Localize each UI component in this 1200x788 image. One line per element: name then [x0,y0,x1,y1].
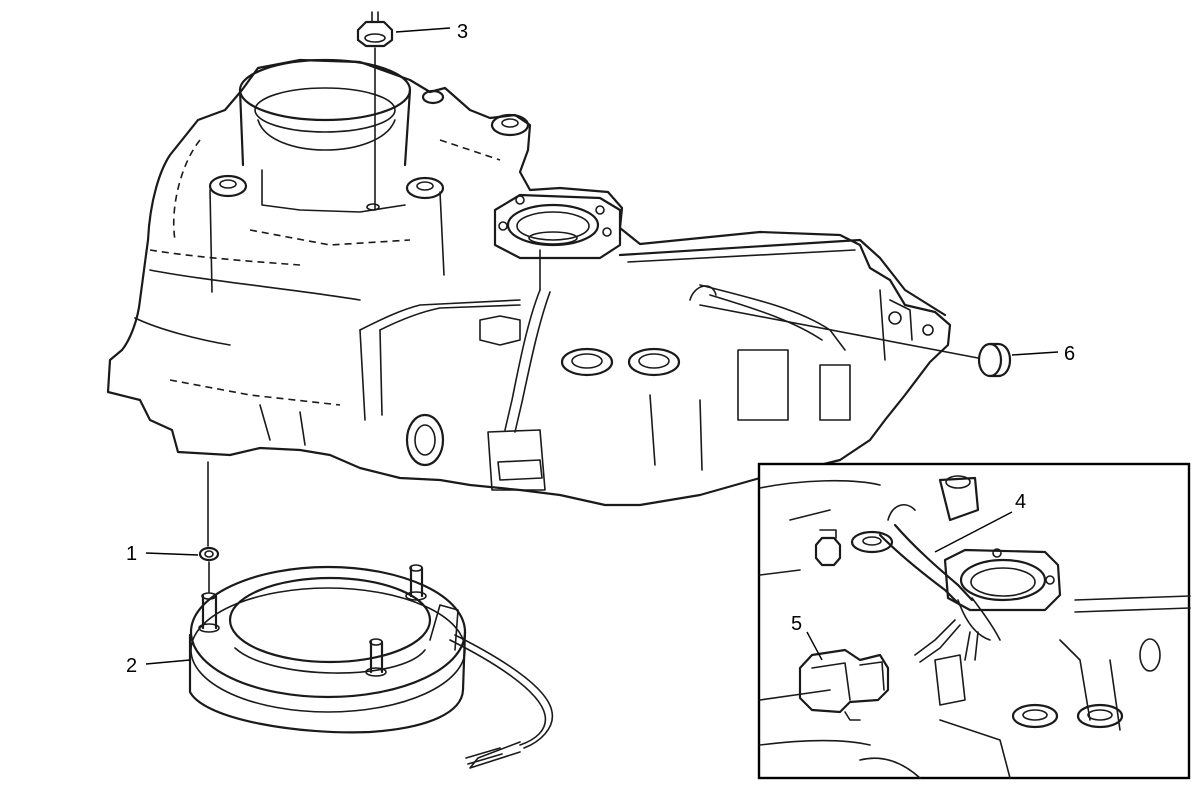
clutch-coil [188,564,554,769]
plug-seal [699,304,1012,378]
detail-inset [757,462,1191,780]
callout-3: 3 [457,21,468,43]
callout-4: 4 [1015,491,1026,513]
callout-5: 5 [791,613,802,635]
nut [356,11,394,211]
callout-6: 6 [1064,343,1075,365]
o-ring [198,461,220,593]
callout-2: 2 [126,655,137,677]
leader-lines [145,27,1059,665]
transfer-case-housing [106,58,952,507]
callout-1: 1 [126,543,137,565]
